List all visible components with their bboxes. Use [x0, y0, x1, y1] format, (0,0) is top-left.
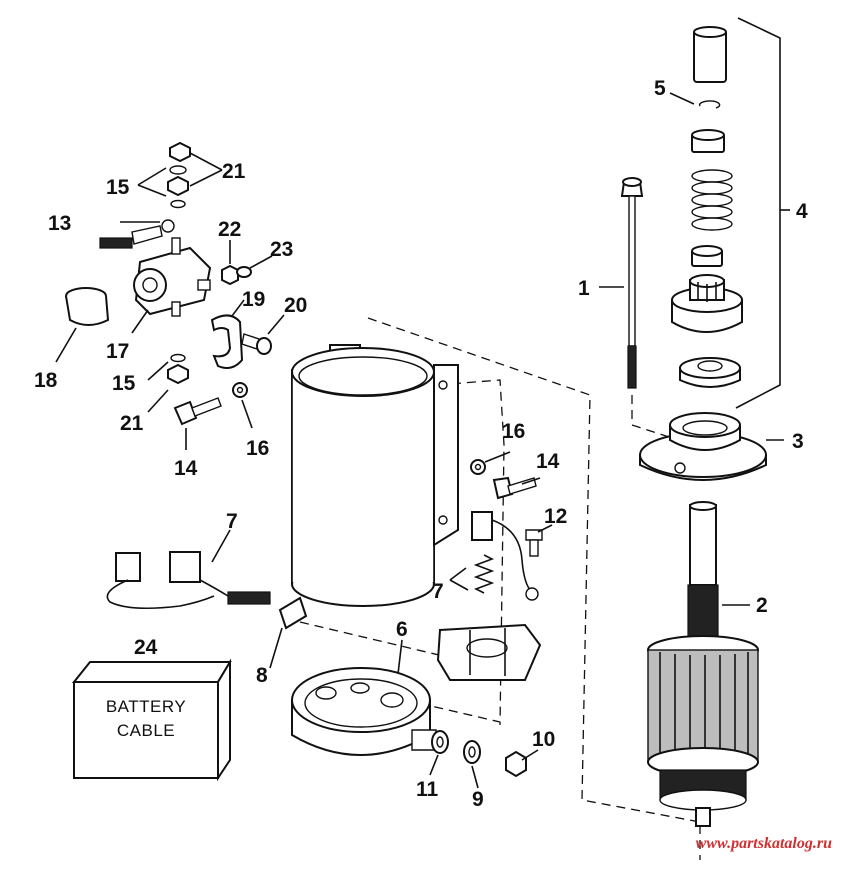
solenoid-bracket [210, 314, 244, 369]
callout-18: 18 [34, 369, 58, 392]
callout-24: 24 [134, 636, 158, 659]
callout-12: 12 [544, 505, 567, 528]
nuts-and-lockwashers-lower [167, 353, 189, 385]
callout-17: 17 [106, 340, 129, 363]
solenoid-boot [65, 287, 110, 326]
callout-23: 23 [270, 238, 293, 261]
callout-15-lower: 15 [112, 372, 136, 395]
callout-5: 5 [654, 77, 666, 100]
callout-22: 22 [218, 218, 241, 241]
callout-16-left: 16 [246, 437, 269, 460]
negative-brush-lead [106, 551, 271, 610]
lock-washer-right [470, 459, 486, 475]
drive-stop-cylinder [693, 26, 727, 83]
solenoid-stud-bolt [99, 219, 175, 249]
brush-and-spring [471, 511, 539, 601]
callout-21-top: 21 [222, 160, 246, 183]
callout-8: 8 [256, 664, 268, 687]
callout-7-left: 7 [226, 510, 238, 533]
callout-16-right: 16 [502, 420, 525, 443]
drive-collar [691, 129, 725, 153]
lock-washer-left [232, 382, 248, 398]
solenoid-nut [221, 264, 239, 286]
pinion-nut [679, 357, 741, 388]
solenoid-lockwasher [236, 266, 252, 278]
drive-pinion-gear [671, 274, 743, 333]
callout-11: 11 [416, 778, 439, 801]
callout-6: 6 [396, 618, 408, 641]
callout-13: 13 [48, 212, 71, 235]
callout-14-right: 14 [536, 450, 560, 473]
commutator-end-cap [291, 667, 437, 756]
callout-10: 10 [532, 728, 555, 751]
battery-cable-line2: CABLE [117, 721, 175, 740]
spring-cup [691, 245, 723, 267]
hex-nut [505, 750, 527, 778]
solenoid [133, 237, 212, 317]
callout-7-right: 7 [432, 580, 444, 603]
callout-4: 4 [796, 200, 808, 223]
callout-15-top: 15 [106, 176, 130, 199]
brush-holder-plate [436, 623, 542, 681]
battery-cable-line1: BATTERY [106, 697, 186, 716]
hex-bolt-left [173, 397, 222, 426]
leader-lines [55, 17, 790, 789]
callout-20: 20 [284, 294, 307, 317]
callout-21-lower: 21 [120, 412, 144, 435]
battery-cable-box: BATTERY CABLE [71, 658, 232, 782]
bracket-screw [241, 333, 272, 355]
callout-19: 19 [242, 288, 265, 311]
callout-9: 9 [472, 788, 484, 811]
callout-14-left: 14 [174, 457, 198, 480]
through-bolt [620, 177, 644, 389]
terminal-screw [525, 529, 543, 557]
flat-washer [463, 740, 481, 764]
armature [647, 501, 759, 827]
snap-ring [698, 100, 721, 109]
watermark: www.partskatalog.ru [696, 835, 832, 852]
callout-1: 1 [578, 277, 590, 300]
insulating-washer [431, 730, 449, 754]
brush-clip [278, 596, 308, 630]
drive-end-cap [639, 412, 767, 481]
callout-2: 2 [756, 594, 768, 617]
starter-frame [291, 344, 459, 607]
drive-spring [691, 169, 733, 231]
callouts: 5 1 4 3 2 21 15 13 22 23 19 20 17 18 15 … [34, 77, 808, 811]
callout-3: 3 [792, 430, 804, 453]
nuts-and-lockwashers-top [167, 141, 191, 209]
